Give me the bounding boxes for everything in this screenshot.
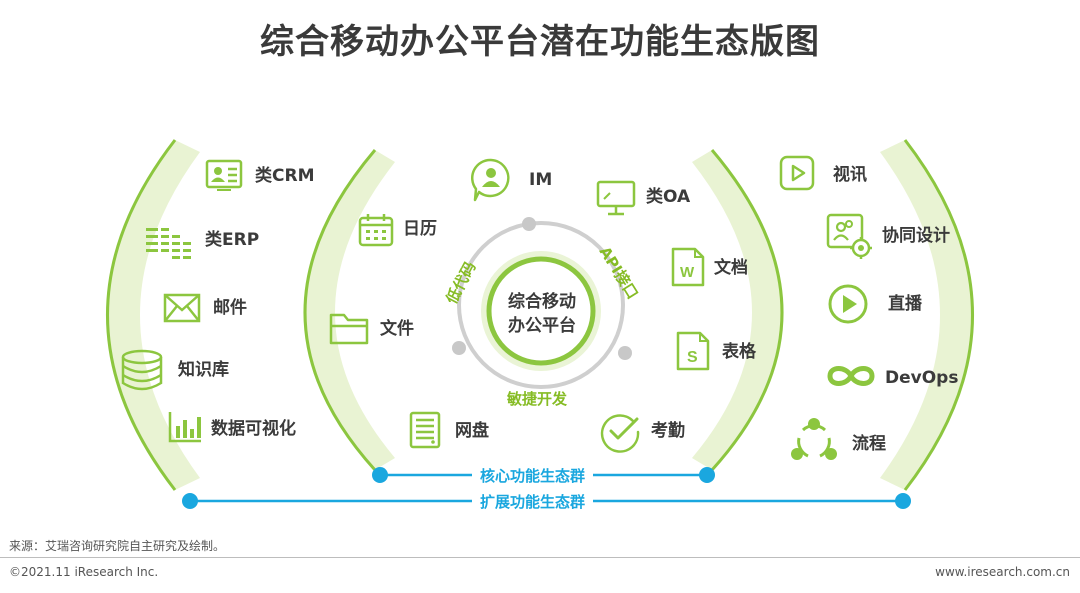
outer-left-item-mail: 邮件 <box>213 298 247 318</box>
inner-top-item-oa: 类OA <box>646 187 691 207</box>
outer-bar-left-dot <box>182 493 198 509</box>
mail-icon <box>163 293 201 323</box>
inner-left-item-calendar: 日历 <box>403 219 437 239</box>
svg-text:W: W <box>680 264 695 281</box>
outer-right-item-devops: DevOps <box>885 368 959 388</box>
design-collab-icon <box>826 213 872 259</box>
inner-right-item-doc: 文档 <box>714 258 748 278</box>
outer-left-item-knowledge: 知识库 <box>178 360 229 380</box>
inner-right-arc-band <box>692 150 782 470</box>
check-circle-icon <box>600 414 640 453</box>
core-ecosystem-label: 核心功能生态群 <box>472 465 594 486</box>
outer-bar-right-dot <box>895 493 911 509</box>
inner-bar-right-dot <box>699 467 715 483</box>
outer-right-arc-band <box>880 140 973 490</box>
outer-left-arc <box>106 139 177 491</box>
inner-left-item-netdisk: 网盘 <box>455 421 489 441</box>
copyright: ©2021.11 iResearch Inc. <box>9 565 159 579</box>
outer-left-item-crm: 类CRM <box>255 166 315 186</box>
video-play-icon <box>779 155 815 191</box>
inner-top-item-im: IM <box>529 170 553 190</box>
platform-ring <box>457 221 625 389</box>
calendar-icon <box>358 214 394 247</box>
core-line-2: 办公平台 <box>508 316 576 336</box>
inner-right-arc <box>710 149 784 472</box>
outer-right-item-live: 直播 <box>888 294 922 314</box>
sheet-doc-icon: S <box>676 331 710 371</box>
ring-dot-right <box>618 346 632 360</box>
monitor-icon <box>596 180 636 216</box>
core-platform-label: 综合移动 办公平台 <box>487 290 597 338</box>
footer-divider <box>0 557 1080 558</box>
bar-chart-icon <box>168 412 201 443</box>
source-note: 来源：艾瑞咨询研究院自主研究及绘制。 <box>9 539 226 553</box>
outer-right-item-video: 视讯 <box>833 165 867 185</box>
page-title: 综合移动办公平台潜在功能生态版图 <box>260 22 820 62</box>
outer-left-item-dataviz: 数据可视化 <box>211 419 296 439</box>
live-play-icon <box>828 284 868 324</box>
erp-grid-icon <box>146 228 191 259</box>
core-circle <box>486 256 596 366</box>
infinity-icon <box>827 366 875 386</box>
crm-card-icon <box>205 159 243 191</box>
inner-right-item-sheet: 表格 <box>722 342 756 362</box>
folder-icon <box>329 313 369 345</box>
core-line-1: 综合移动 <box>508 292 576 312</box>
outer-right-item-flow: 流程 <box>852 434 886 454</box>
flow-cycle-icon <box>791 418 837 460</box>
ring-dot-top <box>522 217 536 231</box>
inner-left-item-file: 文件 <box>380 319 414 339</box>
word-doc-icon: W <box>671 247 705 287</box>
outer-right-item-codesign: 协同设计 <box>882 226 950 246</box>
extended-ecosystem-label: 扩展功能生态群 <box>472 491 594 512</box>
inner-bar-left-dot <box>372 467 388 483</box>
inner-left-arc-band <box>305 150 395 470</box>
ring-label-agile: 敏捷开发 <box>507 390 568 408</box>
server-icon <box>409 411 441 449</box>
outer-left-arc-band <box>107 140 200 490</box>
outer-right-arc <box>903 139 974 491</box>
website-url: www.iresearch.com.cn <box>935 565 1070 579</box>
inner-right-item-attendance: 考勤 <box>651 421 685 441</box>
outer-left-item-erp: 类ERP <box>205 230 260 250</box>
chat-user-icon <box>471 158 510 202</box>
inner-left-arc <box>303 149 377 472</box>
svg-text:S: S <box>687 349 698 366</box>
ring-dot-left <box>452 341 466 355</box>
database-icon <box>121 349 163 391</box>
